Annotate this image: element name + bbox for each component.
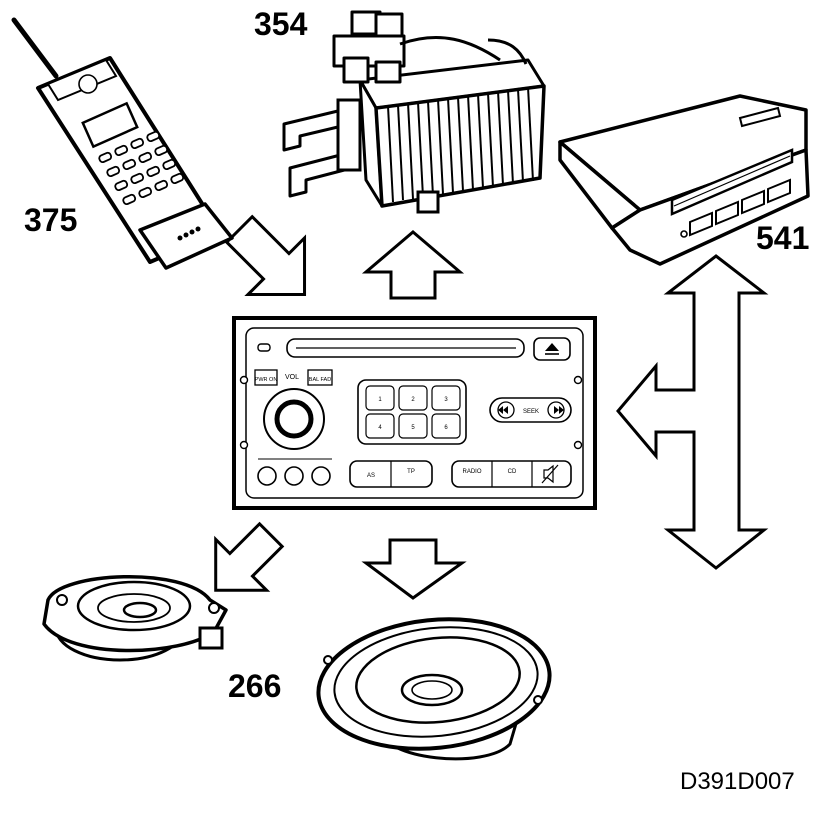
preset-button-3	[431, 385, 461, 411]
radio-label: RADIO	[462, 469, 481, 475]
callout-354: 354	[254, 6, 308, 42]
preset-button-1	[365, 385, 395, 411]
bal-fad-label: BAL FAD	[309, 377, 331, 383]
display-buttons	[689, 178, 791, 237]
preset-label-3: 3	[444, 397, 448, 403]
phone-screen	[81, 101, 139, 149]
display-screen	[670, 148, 794, 216]
amplifier-foot	[416, 190, 440, 214]
eject-icon	[545, 343, 559, 351]
arrow-radio-to-small-speaker	[214, 521, 285, 592]
indicator-light	[257, 343, 271, 352]
pwr-on-label: PWR ON	[255, 377, 278, 383]
seek-label: SEEK	[523, 409, 539, 415]
preset-label-4: 4	[378, 425, 382, 431]
source-panel	[451, 460, 572, 488]
mute-icon	[541, 464, 559, 484]
speaker-dust-cap	[122, 601, 158, 619]
arrow-display-radio-bidirectional	[616, 254, 769, 570]
arrow-radio-to-amplifier	[361, 230, 465, 300]
phone-keypad	[98, 130, 185, 206]
preset-buttons: 1 2 3 4 5 6	[365, 385, 461, 439]
pwr-on-button	[254, 369, 278, 386]
speaker-terminal	[198, 626, 224, 650]
amplifier-module	[282, 10, 546, 214]
screw-icon	[239, 440, 249, 450]
amplifier-bracket	[282, 108, 344, 152]
round-button	[257, 466, 277, 486]
mobile-phone	[11, 17, 234, 270]
screw-icon	[573, 375, 583, 385]
callout-541: 541	[756, 220, 810, 256]
information-display-unit	[558, 94, 810, 266]
vol-label: VOL	[285, 374, 299, 381]
callout-266: 266	[228, 668, 282, 704]
round-speaker	[42, 574, 228, 662]
display-sensor	[680, 230, 688, 238]
round-button	[311, 466, 331, 486]
preset-button-2	[398, 385, 428, 411]
preset-label-5: 5	[411, 425, 415, 431]
preset-label-2: 2	[411, 397, 415, 403]
preset-button-4	[365, 413, 395, 439]
arrow-phone-to-radio	[224, 214, 307, 297]
oval-speaker	[316, 617, 552, 761]
preset-button-5	[398, 413, 428, 439]
round-button	[284, 466, 304, 486]
preset-button-6	[431, 413, 461, 439]
preset-label-6: 6	[444, 425, 448, 431]
phone-antenna	[11, 17, 59, 79]
arrow-radio-to-speakers	[361, 538, 467, 600]
display-vent	[738, 106, 782, 128]
cd-label: CD	[508, 469, 517, 475]
volume-knob-inner	[274, 399, 314, 439]
radio-head-unit: PWR ON VOL BAL FAD 1 2 3 4 5 6	[232, 316, 597, 510]
document-id: D391D007	[680, 768, 795, 795]
screw-icon	[239, 375, 249, 385]
amplifier-connectors	[332, 10, 528, 84]
screw-icon	[573, 440, 583, 450]
as-label: AS	[367, 473, 375, 479]
phone-earpiece	[78, 74, 98, 94]
preset-label-1: 1	[378, 397, 382, 403]
bal-fad-button	[307, 369, 333, 386]
callout-375: 375	[24, 202, 78, 238]
tp-label: TP	[407, 469, 415, 475]
heatsink-fins	[387, 86, 534, 203]
